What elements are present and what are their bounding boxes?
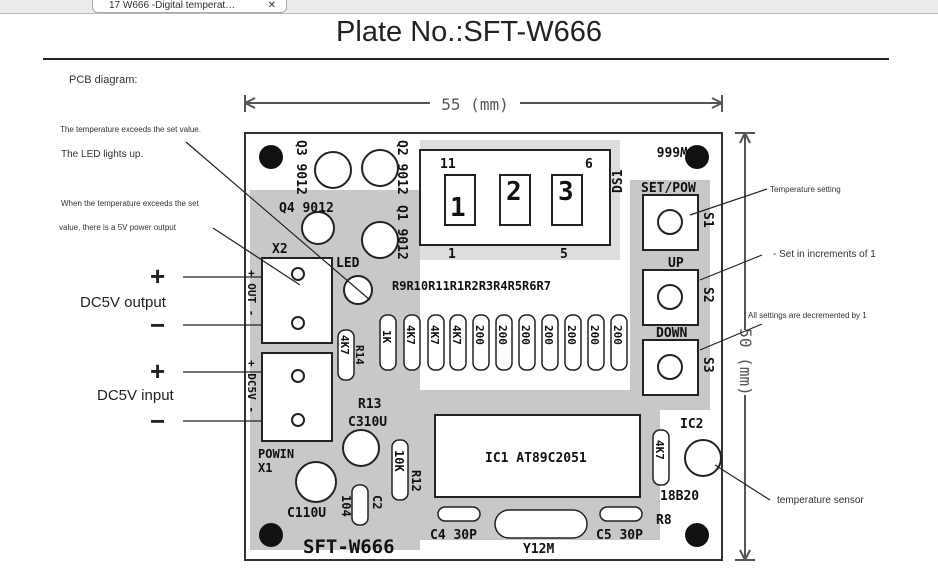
annotation-led-1: The temperature exceeds the set value. — [60, 125, 201, 134]
close-tab-icon[interactable]: ✕ — [267, 0, 276, 11]
label-c4: C4 30P — [430, 528, 477, 543]
label-r12-value: 10K — [392, 450, 406, 472]
label-s3: S3 — [700, 357, 715, 373]
annotation-out-1: When the temperature exceeds the set — [61, 199, 199, 208]
minus-sign: − — [150, 310, 166, 340]
label-c2: C2 — [370, 495, 384, 509]
label-down: DOWN — [656, 326, 687, 341]
annotation-s3: All settings are decremented by 1 — [748, 311, 867, 320]
label-q4: Q4 9012 — [279, 201, 334, 216]
annotation-led-2: The LED lights up. — [61, 149, 144, 160]
dc-input-label: DC5V input — [97, 387, 174, 404]
label-c5: C5 30P — [596, 528, 643, 543]
res-value: 200 — [473, 325, 486, 345]
digit-2: 2 — [506, 177, 522, 207]
label-dc5v: + DC5V - — [245, 360, 258, 413]
res-value: 200 — [519, 325, 532, 345]
label-powin: POWIN — [258, 447, 294, 461]
browser-tab[interactable]: 17 W666 -Digital temperat… ✕ — [92, 0, 287, 13]
res-value: 200 — [542, 325, 555, 345]
label-r14-value: 4K7 — [338, 335, 351, 355]
annotation-s2: - Set in increments of 1 — [773, 249, 876, 260]
digit-3: 3 — [558, 177, 574, 207]
minus-sign: − — [150, 406, 166, 436]
annotation-out-2: value, there is a 5V power output — [59, 223, 176, 232]
pin-6: 6 — [585, 157, 593, 172]
label-s1: S1 — [700, 212, 715, 228]
label-ds1: DS1 — [611, 169, 626, 193]
label-x2: X2 — [272, 242, 288, 257]
res-value: 4K7 — [428, 325, 441, 345]
res-value: 200 — [565, 325, 578, 345]
label-q2: Q2 9012 — [394, 140, 409, 195]
res-value: 1K — [380, 330, 393, 344]
label-set: SET/POW — [641, 181, 696, 196]
label-18b20: 18B20 — [660, 489, 699, 504]
pin-1: 1 — [448, 247, 456, 262]
label-r8-value: 4K7 — [653, 440, 666, 460]
label-out: + OUT - — [245, 270, 258, 316]
section-label: PCB diagram: — [69, 74, 138, 86]
annotation-sensor: temperature sensor — [777, 495, 864, 506]
res-value: 4K7 — [450, 325, 463, 345]
mirror-text: W666 — [657, 143, 688, 158]
res-value: 4K7 — [404, 325, 417, 345]
label-r13: R13 — [358, 397, 381, 412]
plus-sign: + — [150, 356, 166, 386]
label-ic2: IC2 — [680, 417, 703, 432]
label-c2-value: 104 — [339, 495, 353, 517]
divider — [43, 58, 889, 60]
res-value: 200 — [588, 325, 601, 345]
label-q1: Q1 9012 — [394, 205, 409, 260]
label-r8: R8 — [656, 513, 672, 528]
pin-11: 11 — [440, 157, 456, 172]
label-ic1: IC1 AT89C2051 — [485, 451, 587, 466]
label-y1: Y12M — [523, 542, 554, 557]
board-name: SFT-W666 — [303, 536, 395, 558]
pin-5: 5 — [560, 247, 568, 262]
width-dimension: 55 (mm) — [441, 95, 508, 114]
dc-output-label: DC5V output — [80, 294, 166, 311]
browser-tab-bar: 17 W666 -Digital temperat… ✕ — [0, 0, 938, 14]
page-title: Plate No.:SFT-W666 — [336, 16, 602, 48]
label-r14: R14 — [353, 345, 366, 365]
label-q3: Q3 9012 — [293, 140, 308, 195]
label-c3: C310U — [348, 415, 387, 430]
label-r12: R12 — [409, 470, 423, 492]
plus-sign: + — [150, 261, 166, 291]
annotation-s1: Temperature setting — [770, 185, 841, 194]
resistor-labels: R9R10R11R1R2R3R4R5R6R7 — [392, 279, 551, 293]
res-value: 200 — [611, 325, 624, 345]
height-dimension: 50 (mm) — [736, 328, 755, 395]
digit-1: 1 — [450, 193, 466, 223]
label-up: UP — [668, 256, 684, 271]
callout-lines — [183, 141, 771, 501]
label-x1: X1 — [258, 461, 272, 475]
label-c1: C110U — [287, 506, 326, 521]
label-s2: S2 — [700, 287, 715, 303]
tab-title: 17 W666 -Digital temperat… — [109, 0, 236, 11]
label-led: LED — [336, 256, 360, 271]
res-value: 200 — [496, 325, 509, 345]
